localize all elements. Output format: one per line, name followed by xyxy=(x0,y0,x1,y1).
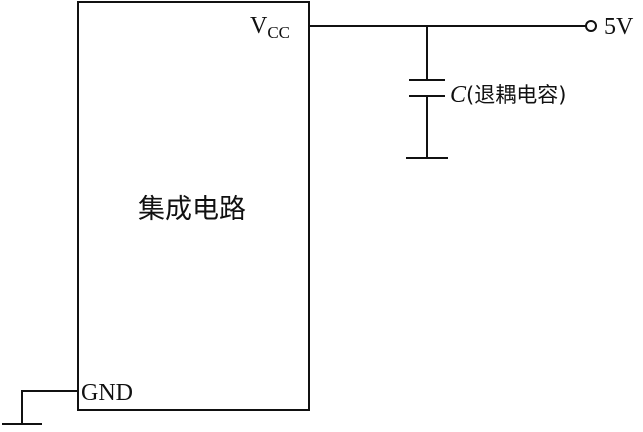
gnd-wire xyxy=(21,390,78,424)
capacitor-symbol: C xyxy=(450,82,467,108)
capacitor-description: (退耦电容) xyxy=(466,83,566,107)
supply-terminal xyxy=(585,20,597,32)
gnd-label: GND xyxy=(81,380,133,406)
vcc-label-sub: CC xyxy=(267,23,290,42)
integrated-circuit-block xyxy=(77,1,310,411)
vcc-label: VCC xyxy=(250,13,290,42)
supply-voltage-label: 5V xyxy=(604,14,634,40)
vcc-label-main: V xyxy=(250,13,268,39)
ic-name-label: 集成电路 xyxy=(138,194,246,225)
capacitor-label: C(退耦电容) xyxy=(450,82,566,108)
